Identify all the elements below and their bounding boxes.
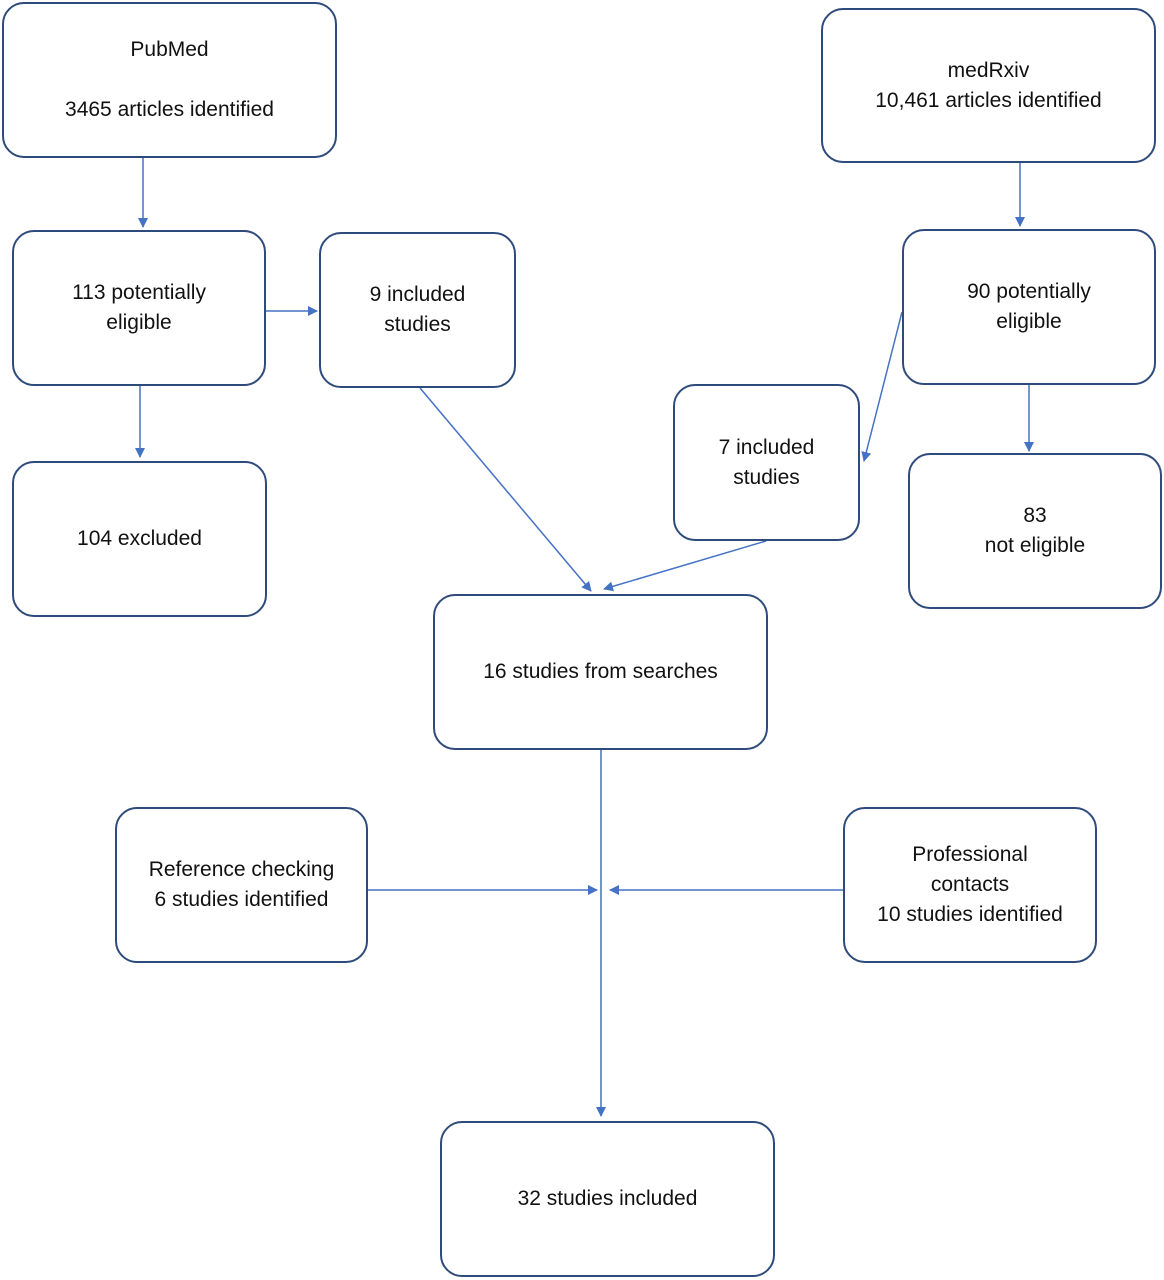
professional-contacts-line3: 10 studies identified xyxy=(877,903,1063,926)
searches-box: 16 studies from searches xyxy=(433,594,768,750)
medrxiv-included-box: 7 included studies xyxy=(673,384,860,541)
medrxiv-included-line1: 7 included xyxy=(718,435,815,459)
professional-contacts-box: Professional contacts 10 studies identif… xyxy=(843,807,1097,963)
medrxiv-eligible-box: 90 potentially eligible xyxy=(902,229,1156,385)
medrxiv-box: medRxiv 10,461 articles identified xyxy=(821,8,1156,163)
pubmed-included-box: 9 included studies xyxy=(319,232,516,388)
medrxiv-not-eligible-box: 83 not eligible xyxy=(908,453,1162,609)
arrow-medrxiv-included-to-searches xyxy=(603,540,767,592)
medrxiv-eligible-line2: eligible xyxy=(996,310,1062,333)
medrxiv-not-eligible-line1: 83 xyxy=(1023,504,1047,527)
pubmed-count: 3465 articles identified xyxy=(65,98,274,121)
reference-checking-box: Reference checking 6 studies identified xyxy=(115,807,368,963)
medrxiv-eligible-line1: 90 potentially xyxy=(967,280,1091,303)
arrow-pubmed-included-to-searches xyxy=(419,387,592,592)
medrxiv-title: medRxiv xyxy=(947,58,1030,82)
final-included-line1: 32 studies included xyxy=(517,1187,698,1210)
pubmed-box: PubMed 3465 articles identified xyxy=(2,2,337,158)
pubmed-eligible-line2: eligible xyxy=(106,311,172,334)
reference-checking-line1: Reference checking xyxy=(148,858,335,881)
arrow-medrxiv-eligible-to-included xyxy=(861,311,903,462)
pubmed-eligible-box: 113 potentially eligible xyxy=(12,230,266,386)
final-included-box: 32 studies included xyxy=(440,1121,775,1277)
medrxiv-not-eligible-line2: not eligible xyxy=(984,534,1086,557)
searches-line1: 16 studies from searches xyxy=(483,660,718,683)
pubmed-included-line1: 9 included xyxy=(369,283,466,306)
pubmed-excluded-box: 104 excluded xyxy=(12,461,267,617)
pubmed-eligible-line1: 113 potentially xyxy=(72,281,206,304)
professional-contacts-line1: Professional xyxy=(912,843,1028,866)
medrxiv-count: 10,461 articles identified xyxy=(875,88,1102,112)
reference-checking-line2: 6 studies identified xyxy=(154,888,329,911)
pubmed-included-line2: studies xyxy=(384,313,451,336)
professional-contacts-line2: contacts xyxy=(930,873,1010,896)
pubmed-title: PubMed xyxy=(130,38,209,61)
medrxiv-included-line2: studies xyxy=(733,465,800,489)
pubmed-excluded-line1: 104 excluded xyxy=(77,527,202,550)
